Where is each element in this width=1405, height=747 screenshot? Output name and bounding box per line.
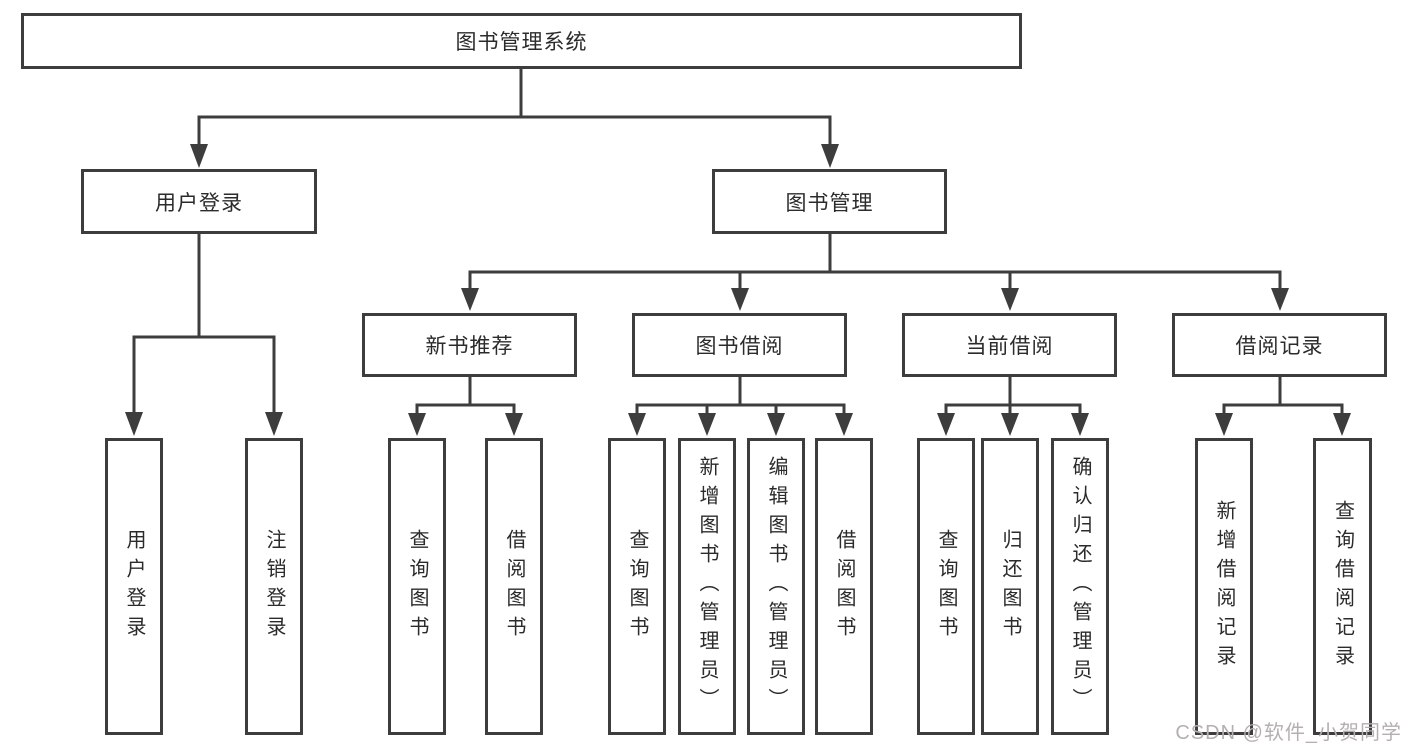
leaf-user-login-label: 用户登录 xyxy=(123,528,145,645)
node-current-borrow: 当前借阅 xyxy=(902,313,1117,377)
leaf-query-books-current-label: 查询图书 xyxy=(935,528,957,645)
leaf-query-books-recommend: 查询图书 xyxy=(388,438,446,735)
node-new-book-recommend: 新书推荐 xyxy=(362,313,577,377)
leaf-borrow-books-recommend: 借阅图书 xyxy=(485,438,543,735)
leaf-add-borrow-record: 新增借阅记录 xyxy=(1195,438,1253,735)
node-library-system: 图书管理系统 xyxy=(21,13,1022,69)
node-book-borrow: 图书借阅 xyxy=(632,313,847,377)
leaf-add-books-admin-label: 新增图书（管理员） xyxy=(696,456,718,717)
leaf-user-login: 用户登录 xyxy=(105,438,163,735)
leaf-query-books-recommend-label: 查询图书 xyxy=(406,528,428,645)
node-book-management: 图书管理 xyxy=(712,169,947,234)
node-new-book-recommend-label: 新书推荐 xyxy=(425,335,514,358)
leaf-return-books: 归还图书 xyxy=(981,438,1039,735)
node-borrow-records-label: 借阅记录 xyxy=(1235,335,1324,358)
node-book-management-label: 图书管理 xyxy=(785,191,874,215)
leaf-confirm-return-admin-label: 确认归还（管理员） xyxy=(1069,456,1091,717)
leaf-add-books-admin: 新增图书（管理员） xyxy=(678,438,736,735)
node-book-borrow-label: 图书借阅 xyxy=(695,335,784,358)
leaf-query-books-borrow-label: 查询图书 xyxy=(626,528,648,645)
leaf-query-borrow-record-label: 查询借阅记录 xyxy=(1331,499,1354,674)
csdn-watermark: CSDN @软件_小贺同学 xyxy=(1175,722,1402,744)
node-user-login: 用户登录 xyxy=(81,169,317,234)
node-borrow-records: 借阅记录 xyxy=(1172,313,1387,377)
leaf-query-books-current: 查询图书 xyxy=(917,438,975,735)
leaf-edit-books-admin-label: 编辑图书（管理员） xyxy=(765,456,787,717)
node-library-system-label: 图书管理系统 xyxy=(455,31,588,54)
leaf-borrow-books: 借阅图书 xyxy=(815,438,873,735)
leaf-edit-books-admin: 编辑图书（管理员） xyxy=(747,438,805,735)
leaf-query-books-borrow: 查询图书 xyxy=(608,438,666,735)
leaf-confirm-return-admin: 确认归还（管理员） xyxy=(1051,438,1109,735)
leaf-add-borrow-record-label: 新增借阅记录 xyxy=(1213,499,1235,674)
leaf-return-books-label: 归还图书 xyxy=(999,528,1021,645)
node-current-borrow-label: 当前借阅 xyxy=(965,335,1054,358)
leaf-query-borrow-record: 查询借阅记录 xyxy=(1313,438,1372,735)
leaf-logout: 注销登录 xyxy=(245,438,303,735)
node-user-login-label: 用户登录 xyxy=(155,191,243,215)
arrowheads xyxy=(125,144,1351,436)
leaf-borrow-books-recommend-label: 借阅图书 xyxy=(503,528,525,645)
leaf-logout-label: 注销登录 xyxy=(263,528,285,645)
leaf-borrow-books-label: 借阅图书 xyxy=(833,528,855,645)
